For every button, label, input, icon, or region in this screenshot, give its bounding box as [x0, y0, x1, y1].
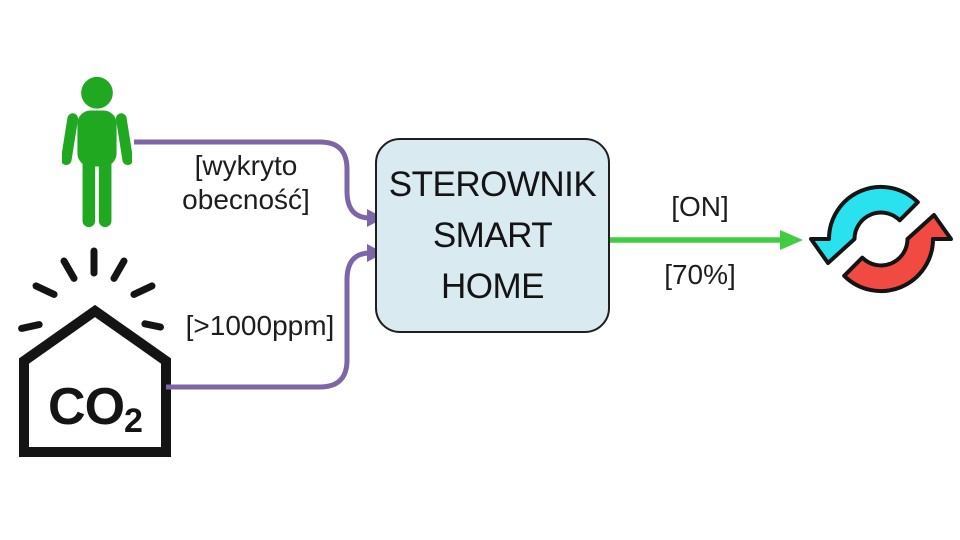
emission-rays: [18, 247, 164, 332]
warm-air-arrow: [842, 213, 953, 294]
person-right-arm: [115, 113, 132, 166]
output-power-label: [70%]: [664, 259, 736, 290]
person-icon: [62, 76, 132, 228]
co2-label: CO2: [48, 378, 142, 440]
presence-label: [wykryto obecność]: [136, 149, 356, 217]
controller-name-line3: HOME: [441, 267, 545, 306]
person-left-arm: [62, 113, 79, 166]
co2-house-icon: CO2: [18, 247, 171, 457]
output-signal-arrowhead: [780, 230, 803, 250]
cool-air-arrow: [809, 184, 920, 265]
presence-label-line1: [wykryto: [194, 150, 298, 181]
person-head: [81, 76, 113, 109]
co2-connector-arrow: [166, 250, 371, 390]
presence-label-line2: obecność]: [182, 184, 310, 215]
controller-name-line1: STEROWNIK: [388, 165, 597, 204]
controller-name-line2: SMART: [432, 216, 553, 255]
person-shape: [62, 76, 132, 228]
person-torso: [77, 110, 117, 167]
controller-box: STEROWNIK SMART HOME: [375, 138, 610, 333]
recuperator-icon: [809, 184, 953, 294]
output-state-label: [ON]: [671, 191, 729, 222]
house-outline: [19, 304, 171, 457]
presence-connector-arrow: [134, 139, 371, 221]
co2-threshold-label: [>1000ppm]: [185, 310, 335, 341]
